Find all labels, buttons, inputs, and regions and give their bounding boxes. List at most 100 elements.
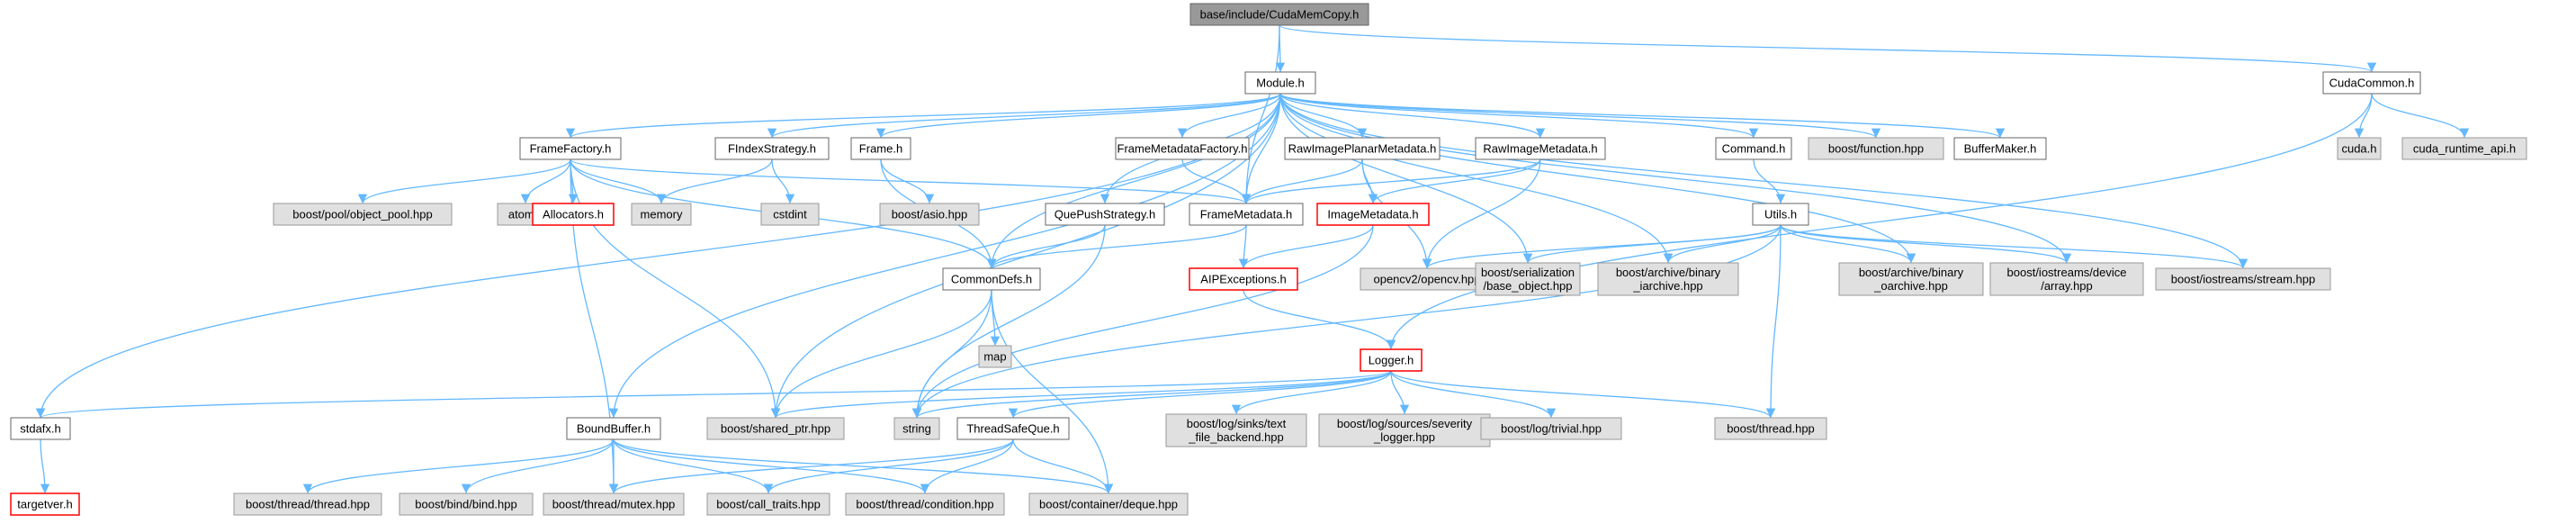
node-serial[interactable]: boost/serialization/base_object.hpp <box>1475 262 1581 296</box>
node-label: CudaCommon.h <box>2329 77 2415 90</box>
node-box <box>566 417 661 440</box>
node-stdafx[interactable]: stdafx.h <box>10 417 71 440</box>
node-string[interactable]: string <box>893 417 940 440</box>
edge-root-to-framemeta <box>1241 24 1280 204</box>
edge-root-to-cudacommon <box>1279 24 2376 73</box>
edge-boundbuffer-to-deque <box>613 438 1114 494</box>
edge-boundbuffer-to-condition <box>613 438 930 494</box>
node-box <box>1715 137 1792 160</box>
edge-utils-to-iarchive <box>1663 224 1782 264</box>
node-devarray[interactable]: boost/iostreams/device/array.hpp <box>1989 262 2144 296</box>
node-severity[interactable]: boost/log/sources/severity_logger.hpp <box>1318 413 1491 447</box>
node-label: cuda.h <box>2341 142 2376 156</box>
node-root[interactable]: base/include/CudaMemCopy.h <box>1189 3 1369 26</box>
edge-utils-to-string <box>911 224 1782 419</box>
node-label: Logger.h <box>1369 354 1414 367</box>
node-cuda_runtime[interactable]: cuda_runtime_api.h <box>2401 137 2527 160</box>
node-iostream[interactable]: boost/iostreams/stream.hpp <box>2155 267 2331 291</box>
edge-module-to-commondefs <box>986 93 1281 269</box>
node-objpool[interactable]: boost/pool/object_pool.hpp <box>273 203 453 226</box>
node-aip[interactable]: AIPExceptions.h <box>1189 267 1298 291</box>
node-logger[interactable]: Logger.h <box>1360 348 1423 372</box>
node-box <box>1165 413 1307 447</box>
node-box <box>1316 203 1430 226</box>
node-label: boost/thread/thread.hpp <box>246 498 370 511</box>
node-frame[interactable]: Frame.h <box>850 137 911 160</box>
edge-commondefs-to-string <box>911 289 992 419</box>
node-box <box>714 137 830 160</box>
node-threadsafeque[interactable]: ThreadSafeQue.h <box>956 417 1070 440</box>
node-box <box>10 492 80 516</box>
node-box <box>850 137 911 160</box>
node-box <box>893 417 940 440</box>
node-oarchive[interactable]: boost/archive/binary_oarchive.hpp <box>1838 262 1984 296</box>
edge-logger-to-string <box>912 370 1392 419</box>
node-iarchive[interactable]: boost/archive/binary_iarchive.hpp <box>1597 262 1739 296</box>
node-fmfactory[interactable]: FrameMetadataFactory.h <box>1115 137 1250 160</box>
node-basio[interactable]: boost/asio.hpp <box>879 203 980 226</box>
node-bind[interactable]: boost/bind/bind.hpp <box>399 492 534 516</box>
edge-aip-to-logger <box>1243 289 1396 350</box>
node-bfunction[interactable]: boost/function.hpp <box>1808 137 1944 160</box>
node-opencv[interactable]: opencv2/opencv.hpp <box>1360 267 1494 291</box>
node-imagemeta[interactable]: ImageMetadata.h <box>1316 203 1430 226</box>
node-box <box>1989 262 2144 296</box>
node-deque[interactable]: boost/container/deque.hpp <box>1028 492 1189 516</box>
node-box <box>10 417 71 440</box>
node-map[interactable]: map <box>978 345 1012 368</box>
node-targetver[interactable]: targetver.h <box>10 492 80 516</box>
node-tthread[interactable]: boost/thread/thread.hpp <box>233 492 382 516</box>
edge-commondefs-to-sharedptr <box>770 289 992 419</box>
node-allocators[interactable]: Allocators.h <box>532 203 615 226</box>
node-label: memory <box>641 208 683 221</box>
node-boundbuffer[interactable]: BoundBuffer.h <box>566 417 661 440</box>
node-framemeta[interactable]: FrameMetadata.h <box>1189 203 1304 226</box>
node-label: boost/bind/bind.hpp <box>415 498 516 511</box>
node-quepush[interactable]: QuePushStrategy.h <box>1045 203 1165 226</box>
node-box <box>1284 137 1441 160</box>
node-label: Command.h <box>1722 142 1786 156</box>
node-findex[interactable]: FIndexStrategy.h <box>714 137 830 160</box>
edge-threadsafeque-to-condition <box>920 438 1014 494</box>
edge-module-to-fmfactory <box>1177 93 1281 139</box>
node-commondefs[interactable]: CommonDefs.h <box>942 267 1041 291</box>
node-label: _file_backend.hpp <box>1188 430 1284 444</box>
node-box <box>1360 267 1494 291</box>
node-trivial[interactable]: boost/log/trivial.hpp <box>1480 417 1622 440</box>
edge-cudacommon-to-logger <box>1386 93 2373 350</box>
node-sinks[interactable]: boost/log/sinks/text_file_backend.hpp <box>1165 413 1307 447</box>
node-box <box>956 417 1070 440</box>
edge-threadsafeque-to-deque <box>1012 438 1114 494</box>
edge-module-to-serial <box>1279 93 1533 264</box>
node-box <box>1028 492 1189 516</box>
node-utils[interactable]: Utils.h <box>1752 203 1809 226</box>
node-memory[interactable]: memory <box>631 203 692 226</box>
node-box <box>706 417 845 440</box>
node-mutex[interactable]: boost/thread/mutex.hpp <box>543 492 685 516</box>
node-planar[interactable]: RawImagePlanarMetadata.h <box>1284 137 1441 160</box>
node-label: base/include/CudaMemCopy.h <box>1200 8 1360 22</box>
node-module[interactable]: Module.h <box>1244 71 1316 95</box>
node-box <box>399 492 534 516</box>
node-box <box>1189 203 1304 226</box>
node-box <box>1838 262 1984 296</box>
edge-findex-to-cstdint <box>771 158 795 204</box>
node-box <box>1189 267 1298 291</box>
node-buffermaker[interactable]: BufferMaker.h <box>1953 137 2047 160</box>
node-calltraits[interactable]: boost/call_traits.hpp <box>706 492 830 516</box>
edge-frame-to-basio <box>880 158 935 204</box>
node-rawimg[interactable]: RawImageMetadata.h <box>1475 137 1606 160</box>
node-cstdint[interactable]: cstdint <box>760 203 820 226</box>
node-command[interactable]: Command.h <box>1715 137 1792 160</box>
node-label: boost/thread/mutex.hpp <box>552 498 676 511</box>
node-cudacommon[interactable]: CudaCommon.h <box>2322 71 2421 95</box>
node-bthread[interactable]: boost/thread.hpp <box>1714 417 1827 440</box>
node-label: boost/thread.hpp <box>1727 422 1815 436</box>
node-label: CommonDefs.h <box>951 273 1032 286</box>
node-condition[interactable]: boost/thread/condition.hpp <box>845 492 1005 516</box>
node-sharedptr[interactable]: boost/shared_ptr.hpp <box>706 417 845 440</box>
edge-logger-to-sinks <box>1231 370 1392 415</box>
node-framefactory[interactable]: FrameFactory.h <box>519 137 622 160</box>
node-cuda_h[interactable]: cuda.h <box>2337 137 2382 160</box>
